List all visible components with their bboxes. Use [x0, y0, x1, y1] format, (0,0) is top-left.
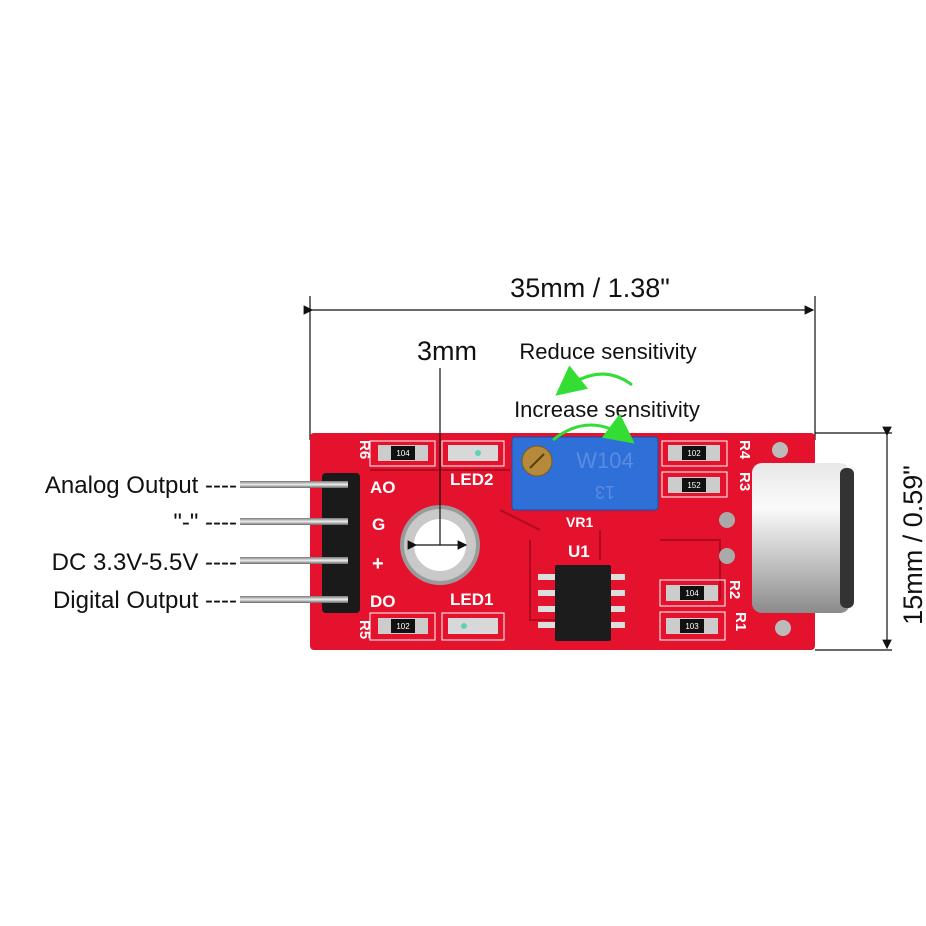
increase-sensitivity-label: Increase sensitivity [514, 397, 700, 422]
svg-text:102: 102 [396, 622, 410, 631]
increase-arrow-icon [552, 413, 635, 444]
hole-label: 3mm [417, 336, 477, 366]
silk-plus: + [372, 553, 384, 575]
silk-r1: R1 [732, 612, 749, 631]
pin-label-ground: "-" ---- [173, 509, 237, 536]
silk-r4: R4 [736, 440, 753, 460]
reduce-sensitivity-label: Reduce sensitivity [519, 339, 696, 364]
hole-dimension [407, 368, 468, 550]
resistor-r5: 102 [369, 612, 436, 641]
pin-label-analog: Analog Output ---- [45, 472, 237, 499]
length-dimension [303, 296, 816, 440]
pin-label-digital: Digital Output ---- [53, 587, 237, 614]
silk-r5: R5 [356, 620, 373, 639]
silk-r6: R6 [356, 440, 373, 459]
silk-vr1: VR1 [566, 514, 593, 530]
led2 [441, 440, 505, 467]
resistor-r2: 104 [659, 579, 726, 607]
svg-text:103: 103 [685, 622, 699, 631]
silk-u1: U1 [568, 542, 590, 561]
svg-text:102: 102 [687, 449, 701, 458]
resistor-r4: 102 [661, 440, 728, 467]
silk-r3: R3 [736, 472, 753, 491]
silk-r2: R2 [726, 580, 743, 599]
svg-text:104: 104 [685, 589, 699, 598]
width-label: 15mm / 0.59" [898, 465, 926, 625]
silk-led2: LED2 [450, 470, 493, 489]
led1 [441, 612, 505, 641]
ic-u1 [538, 565, 625, 641]
svg-text:13: 13 [595, 482, 615, 502]
silk-led1: LED1 [450, 590, 493, 609]
length-label: 35mm / 1.38" [510, 273, 670, 303]
silk-do: DO [370, 592, 396, 611]
svg-text:104: 104 [396, 449, 410, 458]
resistor-r1: 103 [659, 611, 726, 641]
svg-text:W104: W104 [576, 448, 633, 473]
potentiometer[interactable]: W104 13 [511, 436, 659, 511]
silk-ao: AO [370, 478, 396, 497]
pin-header [240, 473, 360, 613]
reduce-arrow-icon [555, 365, 633, 396]
resistor-r3: 152 [661, 471, 728, 498]
width-dimension [815, 426, 892, 651]
pin-label-power: DC 3.3V-5.5V ---- [52, 549, 237, 576]
microphone [719, 442, 854, 636]
svg-text:152: 152 [687, 481, 701, 490]
silk-g: G [372, 515, 385, 534]
resistor-r6: 104 [369, 440, 436, 467]
